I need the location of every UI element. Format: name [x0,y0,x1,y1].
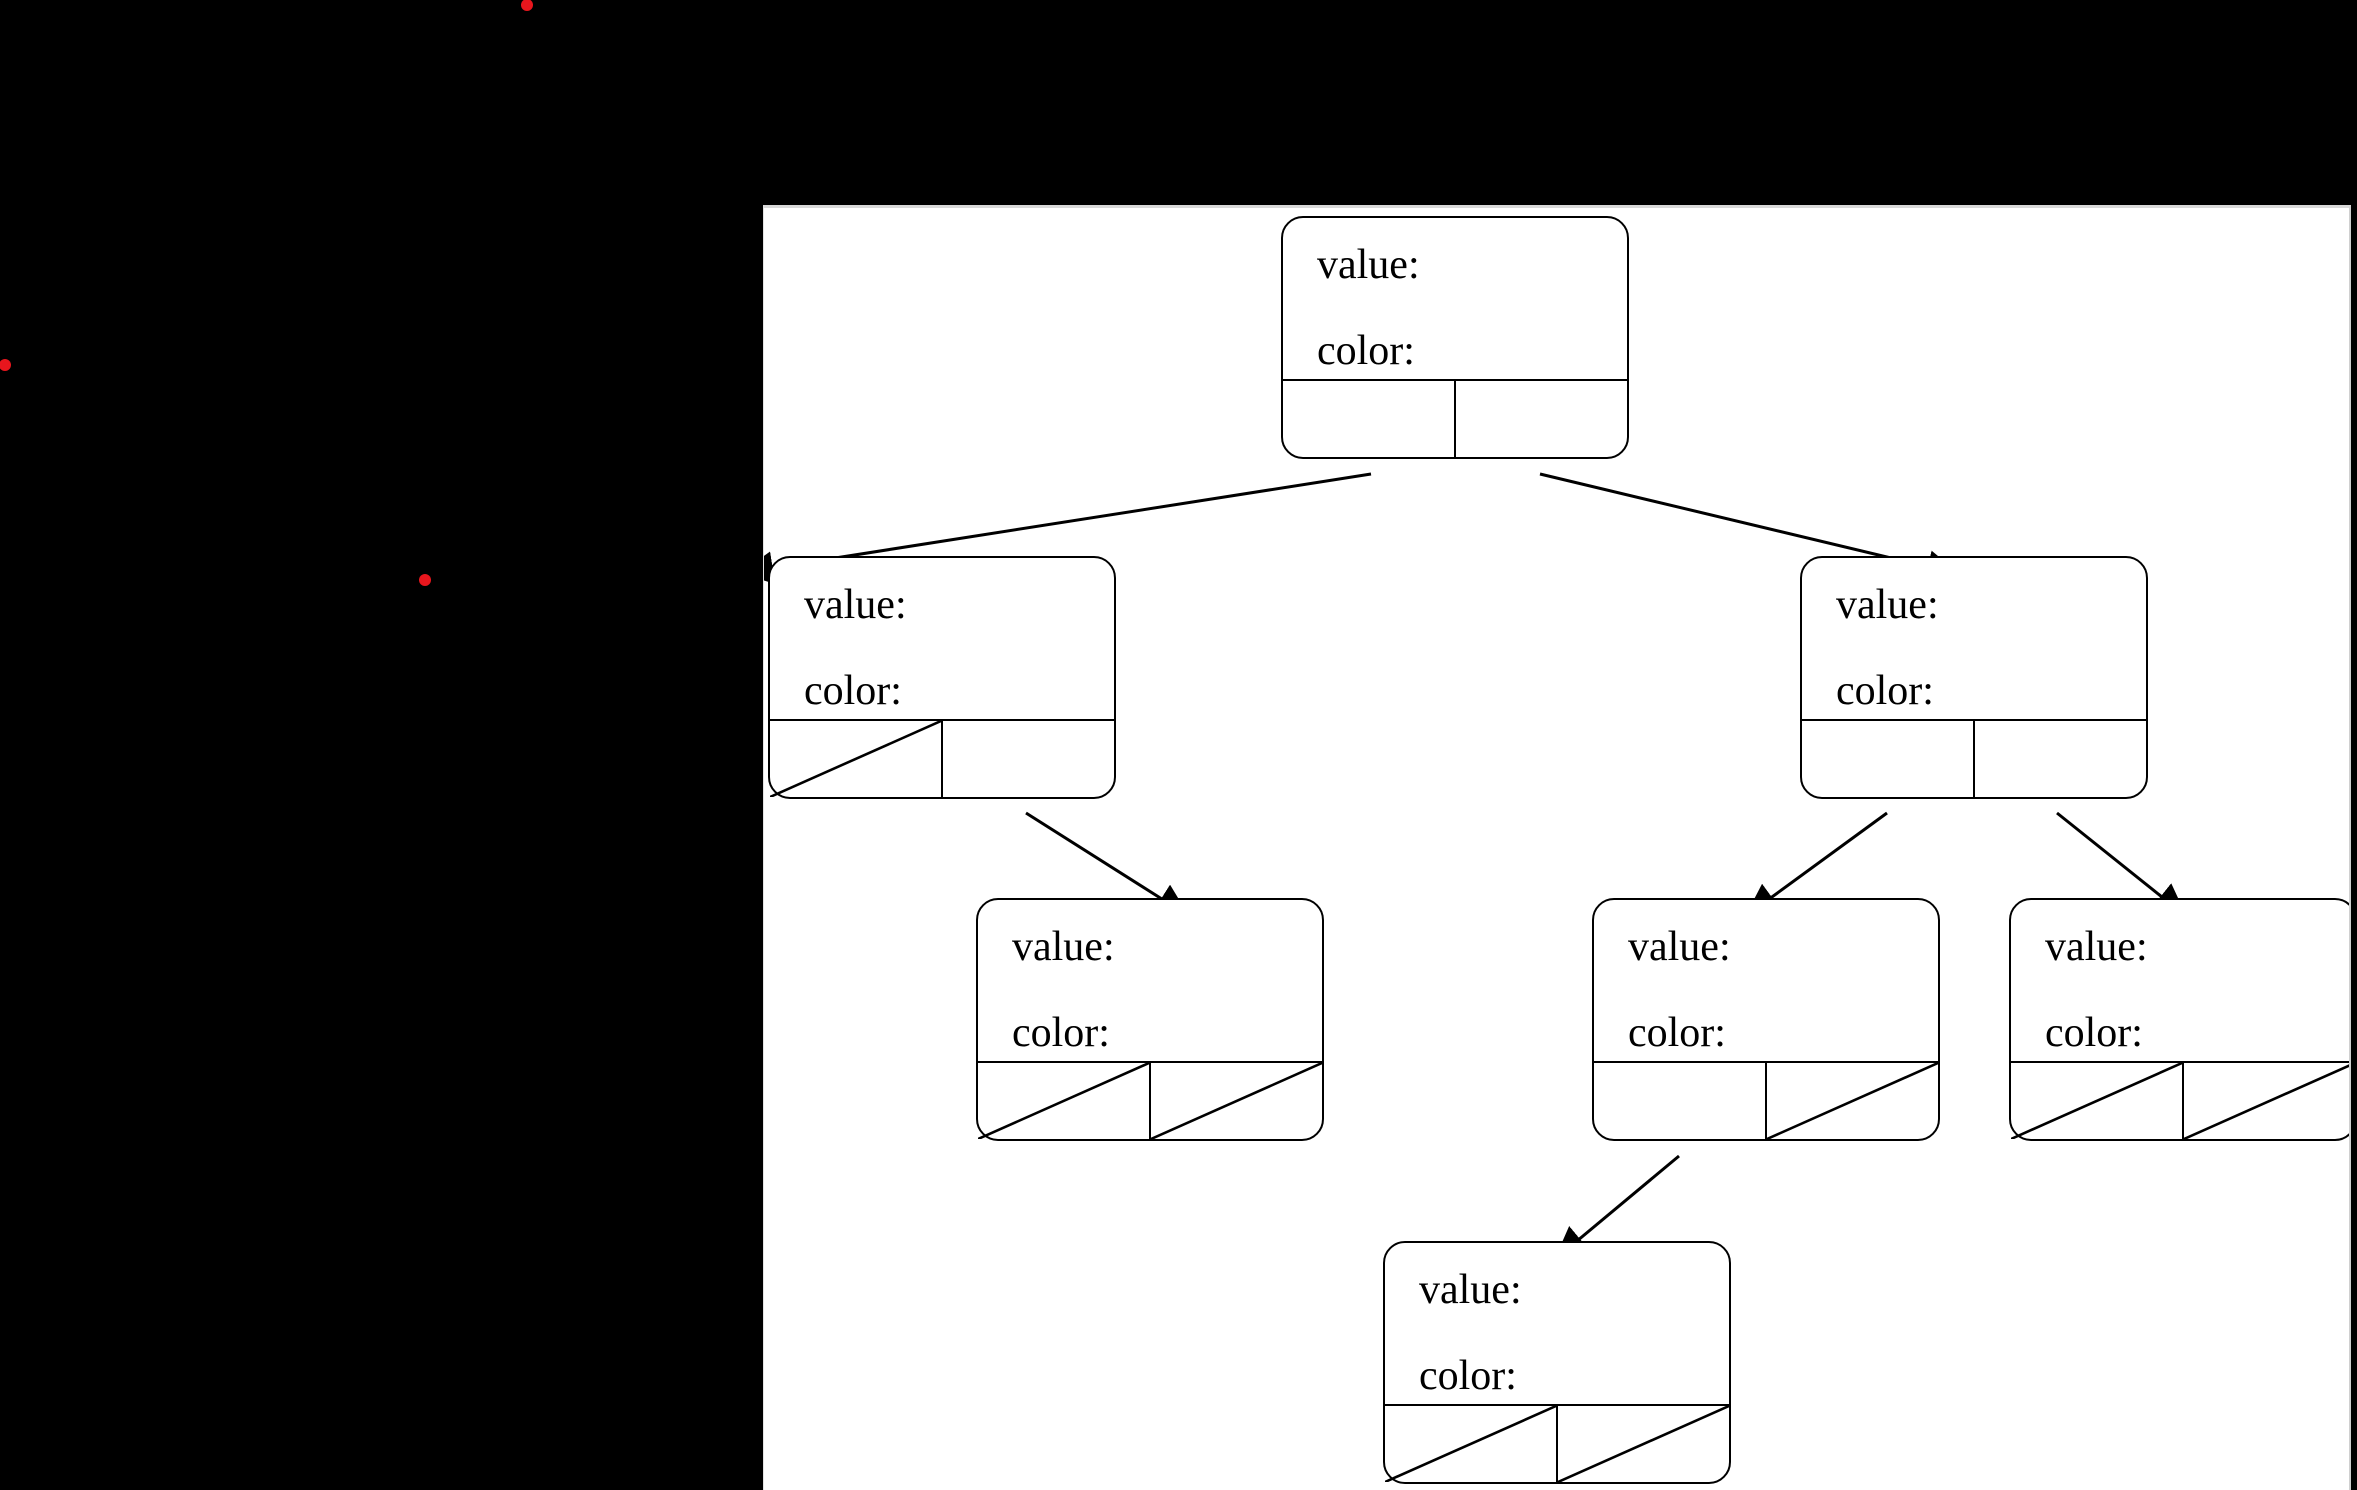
node-left-right-grandchild[interactable]: value: color: [976,898,1324,1141]
edge-left-child-to-grandchild [1025,811,1190,917]
color-field-label: color: [1419,1353,1517,1399]
left-pointer-cell[interactable] [1802,721,1975,797]
right-pointer-cell[interactable] [1456,381,1627,457]
color-field-label: color: [2045,1010,2143,1056]
color-field-label: color: [1836,668,1934,714]
red-dot-left [0,359,11,371]
value-field-label: value: [1317,242,1420,288]
node-right-right-grandchild[interactable]: value: color: [2009,898,2351,1141]
node-fields: value: color: [1385,1243,1729,1397]
left-pointer-cell[interactable] [1594,1063,1767,1139]
right-pointer-cell[interactable] [943,721,1114,797]
diagram-canvas[interactable]: value:color:value:color:value:color:valu… [763,205,2351,1490]
pointer-row [1802,719,2146,797]
null-pointer-slash-icon [1151,1063,1322,1139]
pointer-row [2011,1061,2351,1139]
pointer-row [1283,379,1627,457]
right-pointer-cell[interactable] [1767,1063,1938,1139]
left-pointer-cell[interactable] [770,721,943,797]
pointer-row [978,1061,1322,1139]
color-field-label: color: [804,668,902,714]
null-pointer-slash-icon [770,721,941,797]
null-pointer-slash-icon [1385,1406,1556,1482]
value-field-label: value: [1836,582,1939,628]
left-pointer-cell[interactable] [2011,1063,2184,1139]
red-dot-top [521,0,533,11]
right-pointer-cell[interactable] [1975,721,2146,797]
null-pointer-slash-icon [978,1063,1149,1139]
null-pointer-slash-icon [1558,1406,1729,1482]
edge-right-child-to-right-grandchild [2056,811,2187,917]
value-field-label: value: [1012,924,1115,970]
node-right-left-grandchild[interactable]: value: color: [1592,898,1940,1141]
edge-right-child-to-left-grandchild [1745,811,1888,917]
left-pointer-cell[interactable] [1385,1406,1558,1482]
tree-edges-layer [764,472,2187,1260]
pointer-row [1594,1061,1938,1139]
node-fields: value: color: [770,558,1114,712]
node-left-child[interactable]: value: color: [768,556,1116,799]
null-pointer-slash-icon [2184,1063,2351,1139]
null-pointer-slash-icon [2011,1063,2182,1139]
value-field-label: value: [804,582,907,628]
right-pointer-cell[interactable] [2184,1063,2351,1139]
red-dot-mid [419,574,431,586]
color-field-label: color: [1628,1010,1726,1056]
right-pointer-cell[interactable] [1558,1406,1729,1482]
value-field-label: value: [1628,924,1731,970]
color-field-label: color: [1317,328,1415,374]
node-root[interactable]: value: color: [1281,216,1629,459]
node-deepest[interactable]: value: color: [1383,1241,1731,1484]
color-field-label: color: [1012,1010,1110,1056]
pointer-row [1385,1404,1729,1482]
edge-root-to-left-child [764,472,1372,585]
null-pointer-slash-icon [1767,1063,1938,1139]
value-field-label: value: [2045,924,2148,970]
right-pointer-cell[interactable] [1151,1063,1322,1139]
edge-grandchild-to-deepest [1554,1154,1680,1260]
node-right-child[interactable]: value: color: [1800,556,2148,799]
left-pointer-cell[interactable] [978,1063,1151,1139]
value-field-label: value: [1419,1267,1522,1313]
pointer-row [770,719,1114,797]
node-fields: value: color: [1283,218,1627,372]
node-fields: value: color: [978,900,1322,1054]
node-fields: value: color: [2011,900,2349,1056]
left-pointer-cell[interactable] [1283,381,1456,457]
node-fields: value: color: [1594,900,1938,1054]
node-fields: value: color: [1802,558,2146,712]
